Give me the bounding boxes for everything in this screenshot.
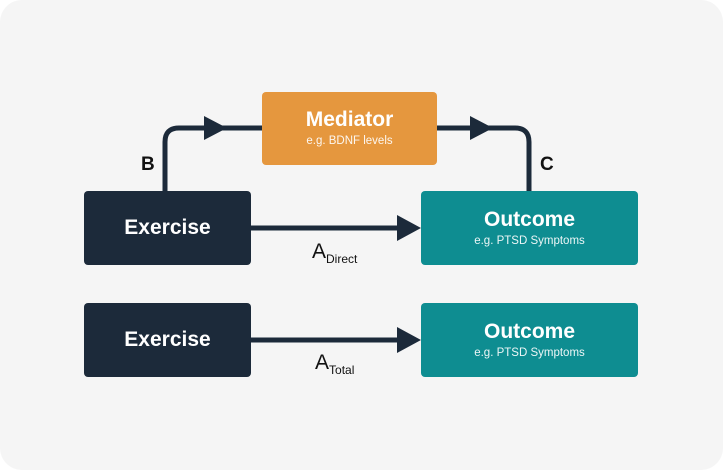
a-total-main: A [315, 351, 330, 374]
a-direct-main: A [312, 240, 327, 263]
outcome-node-bottom: Outcome e.g. PTSD Symptoms [421, 303, 638, 377]
arrowhead-a-total [397, 327, 421, 353]
path-b-line [162, 125, 262, 191]
a-direct-label: ADirect [312, 240, 358, 266]
exercise-node-bottom: Exercise [84, 303, 251, 377]
outcome-node-top: Outcome e.g. PTSD Symptoms [421, 191, 638, 265]
outcome-bottom-title: Outcome [483, 319, 575, 343]
exercise-top-title: Exercise [124, 216, 211, 239]
mediator-subtitle: e.g. BDNF levels [306, 135, 393, 147]
exercise-bottom-title: Exercise [124, 328, 211, 351]
outcome-top-subtitle: e.g. PTSD Symptoms [474, 234, 585, 247]
a-total-label: ATotal [315, 351, 355, 377]
exercise-node-top: Exercise [84, 191, 251, 265]
outcome-top-title: Outcome [483, 207, 575, 231]
arrowhead-b [204, 116, 227, 140]
mediator-node: Mediator e.g. BDNF levels [262, 92, 437, 165]
outcome-bottom-subtitle: e.g. PTSD Symptoms [474, 346, 585, 359]
path-b-label: B [141, 154, 155, 175]
a-total-sub: Total [329, 363, 355, 377]
mediator-title: Mediator [305, 108, 394, 131]
arrowhead-a-direct [397, 215, 421, 241]
path-c-line [437, 125, 532, 191]
arrowhead-c [470, 116, 493, 140]
a-direct-sub: Direct [326, 252, 358, 266]
path-c-label: C [540, 154, 554, 175]
